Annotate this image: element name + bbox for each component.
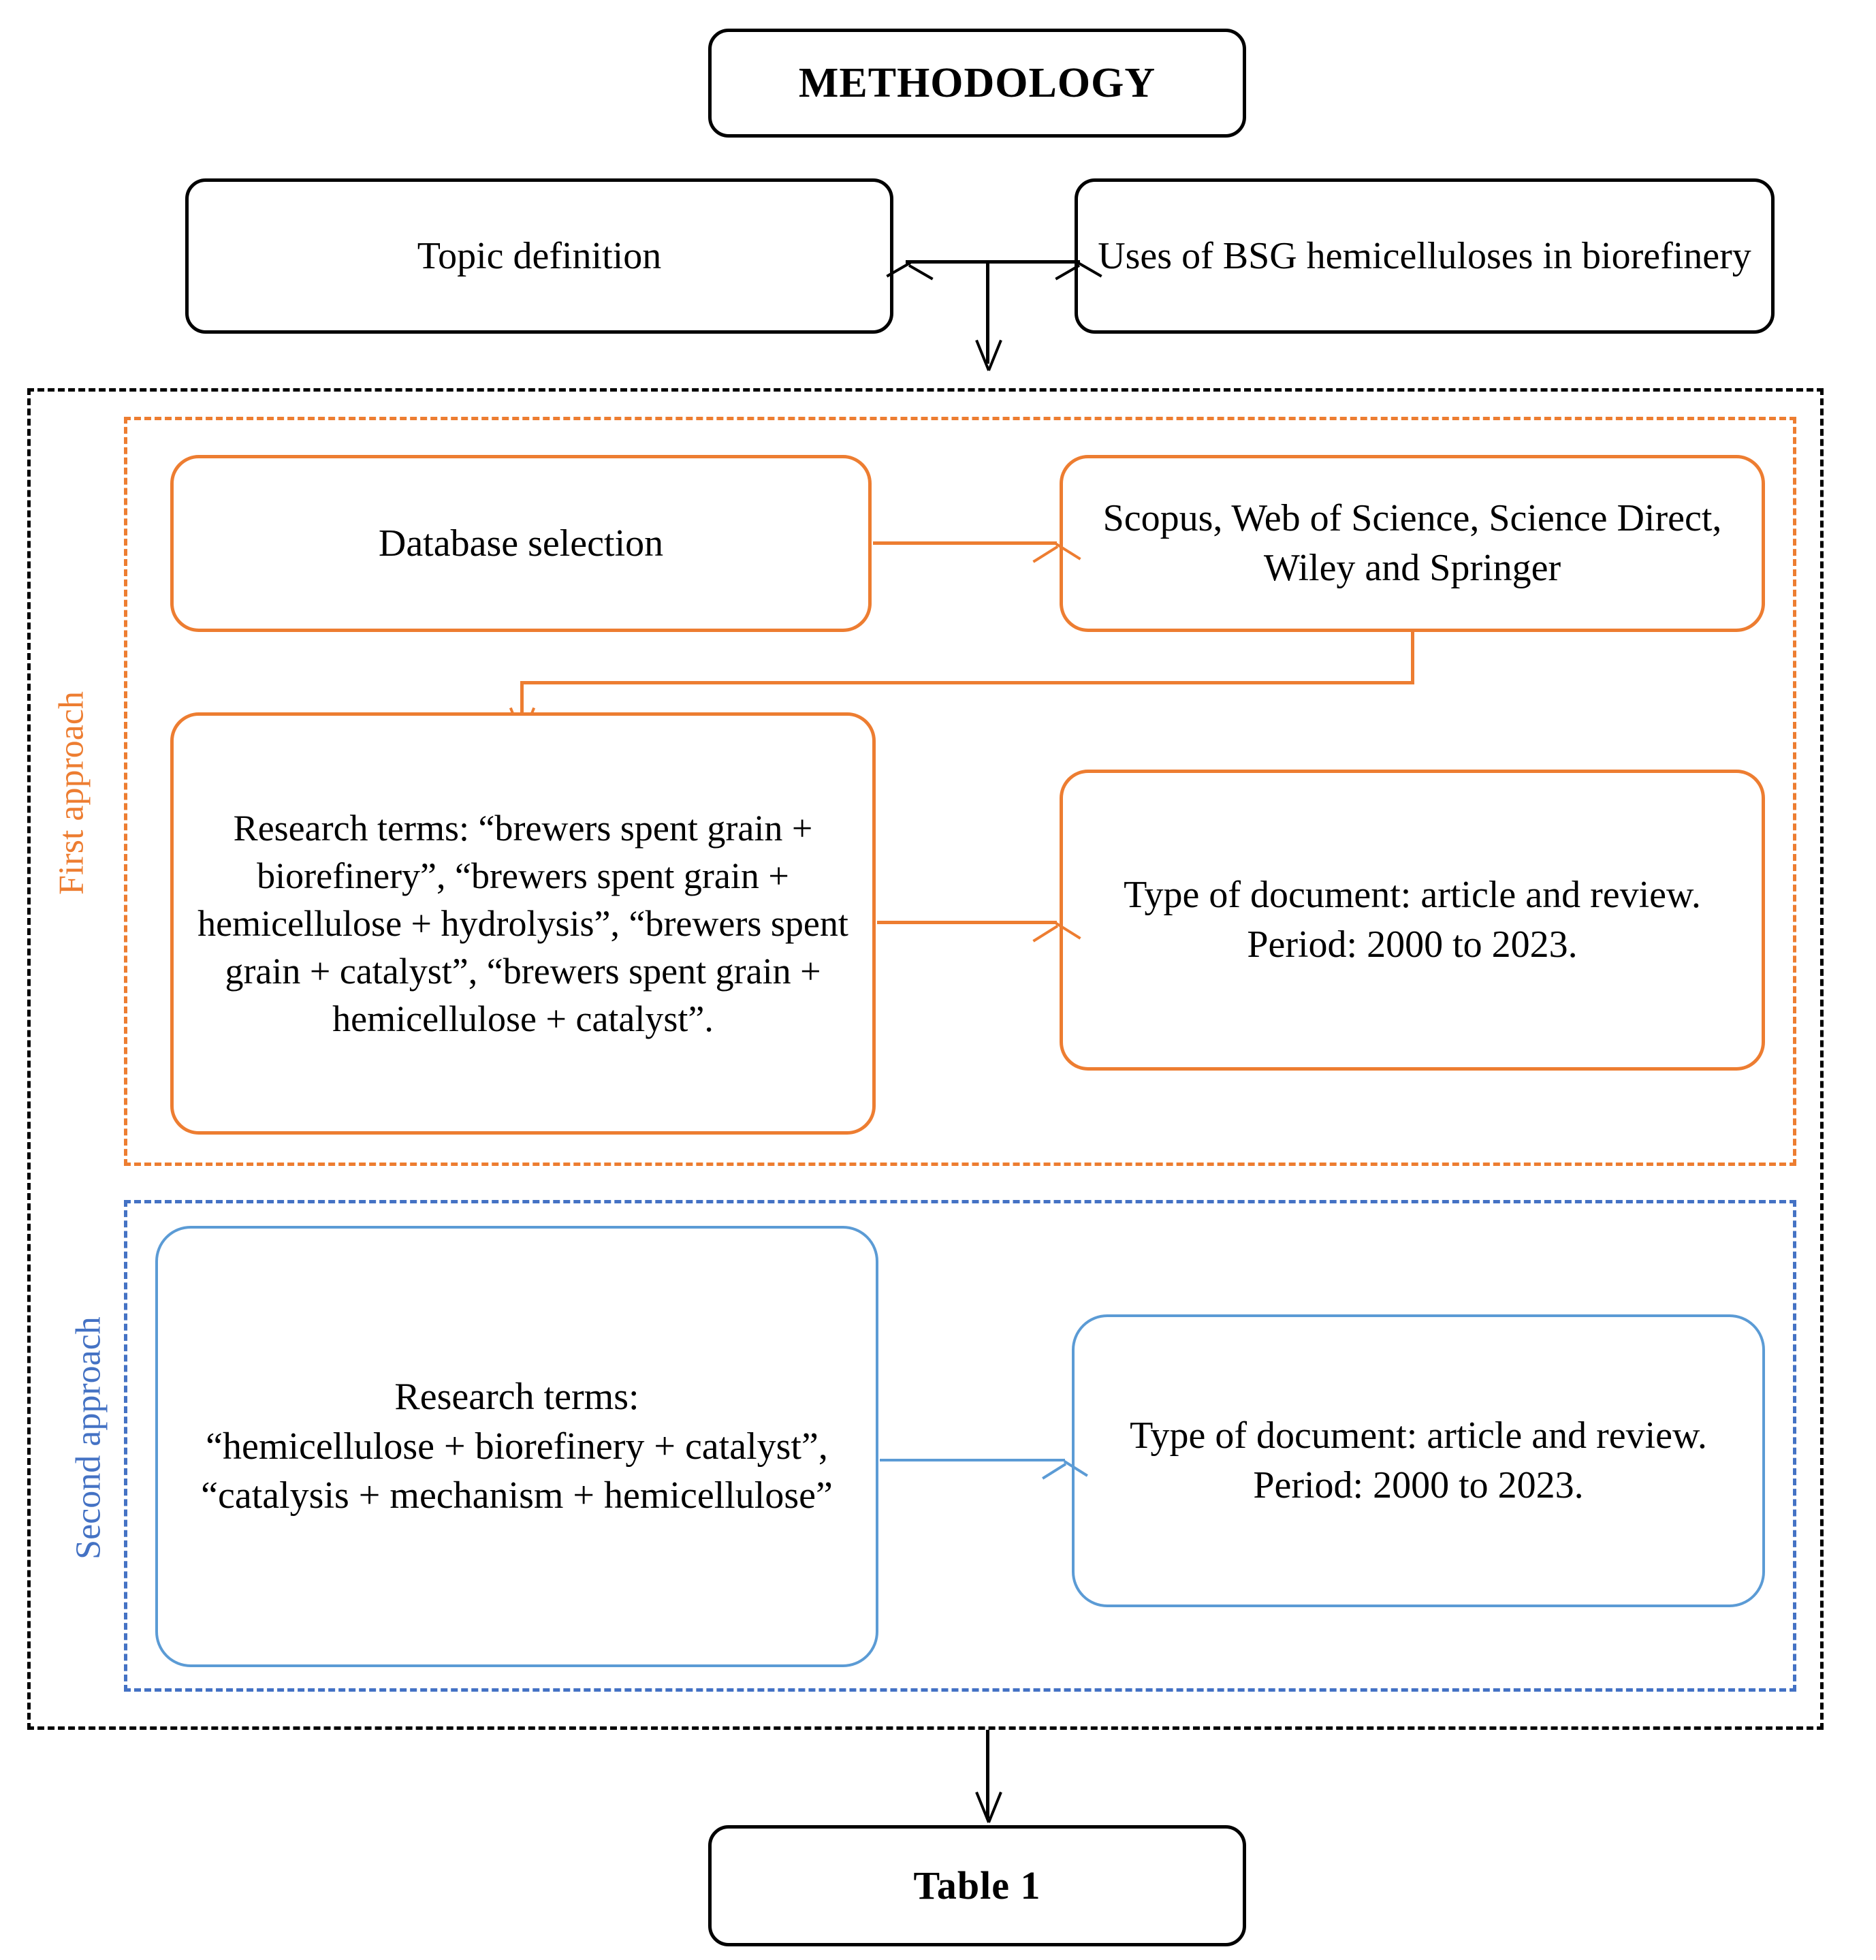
- second-approach-group: [124, 1200, 1796, 1692]
- first-approach-group: [124, 417, 1796, 1166]
- arrow-head-table-a: [987, 1791, 1002, 1823]
- second-approach-side-label: Second approach: [69, 1316, 108, 1560]
- connector-terms-to-doc-second: [880, 1459, 1065, 1461]
- uses-bsg-box: Uses of BSG hemicelluloses in biorefiner…: [1075, 178, 1775, 334]
- elbow-list-down2: [520, 681, 524, 734]
- connector-terms-to-doc-first: [877, 921, 1057, 924]
- first-approach-side-label: First approach: [52, 691, 91, 895]
- topic-definition-box: Topic definition: [185, 178, 893, 334]
- approaches-container: [27, 388, 1824, 1730]
- connector-topic-horizontal: [906, 260, 1080, 264]
- second-research-terms-box: Research terms: “hemicellulose + biorefi…: [155, 1226, 878, 1667]
- databases-list-label: Scopus, Web of Science, Science Direct, …: [1102, 497, 1722, 589]
- first-research-terms-box: Research terms: “brewers spent grain + b…: [170, 712, 876, 1135]
- uses-bsg-label: Uses of BSG hemicelluloses in biorefiner…: [1098, 234, 1751, 277]
- table-output-label: Table 1: [913, 1863, 1041, 1908]
- second-document-criteria-box: Type of document: article and review. Pe…: [1072, 1314, 1765, 1607]
- title-box-label: METHODOLOGY: [798, 59, 1156, 106]
- connector-db-to-list: [873, 541, 1057, 545]
- first-document-criteria-label: Type of document: article and review. Pe…: [1124, 874, 1701, 966]
- databases-list-box: Scopus, Web of Science, Science Direct, …: [1060, 455, 1765, 632]
- first-research-terms-label: Research terms: “brewers spent grain + b…: [197, 807, 848, 1040]
- database-selection-box: Database selection: [170, 455, 872, 632]
- arrow-head-left-lower: [908, 264, 934, 281]
- topic-definition-label: Topic definition: [417, 234, 662, 277]
- elbow-list-down: [1411, 632, 1414, 684]
- elbow-list-left: [520, 681, 1414, 684]
- connector-topic-down: [986, 262, 989, 364]
- second-research-terms-label: Research terms: “hemicellulose + biorefi…: [201, 1375, 833, 1517]
- arrow-head-down-top: [987, 339, 1002, 371]
- title-box: METHODOLOGY: [708, 29, 1246, 138]
- table-output-box: Table 1: [708, 1825, 1246, 1946]
- second-document-criteria-label: Type of document: article and review. Pe…: [1130, 1414, 1707, 1506]
- first-document-criteria-box: Type of document: article and review. Pe…: [1060, 770, 1765, 1071]
- connector-to-table: [986, 1730, 989, 1818]
- database-selection-label: Database selection: [378, 522, 664, 565]
